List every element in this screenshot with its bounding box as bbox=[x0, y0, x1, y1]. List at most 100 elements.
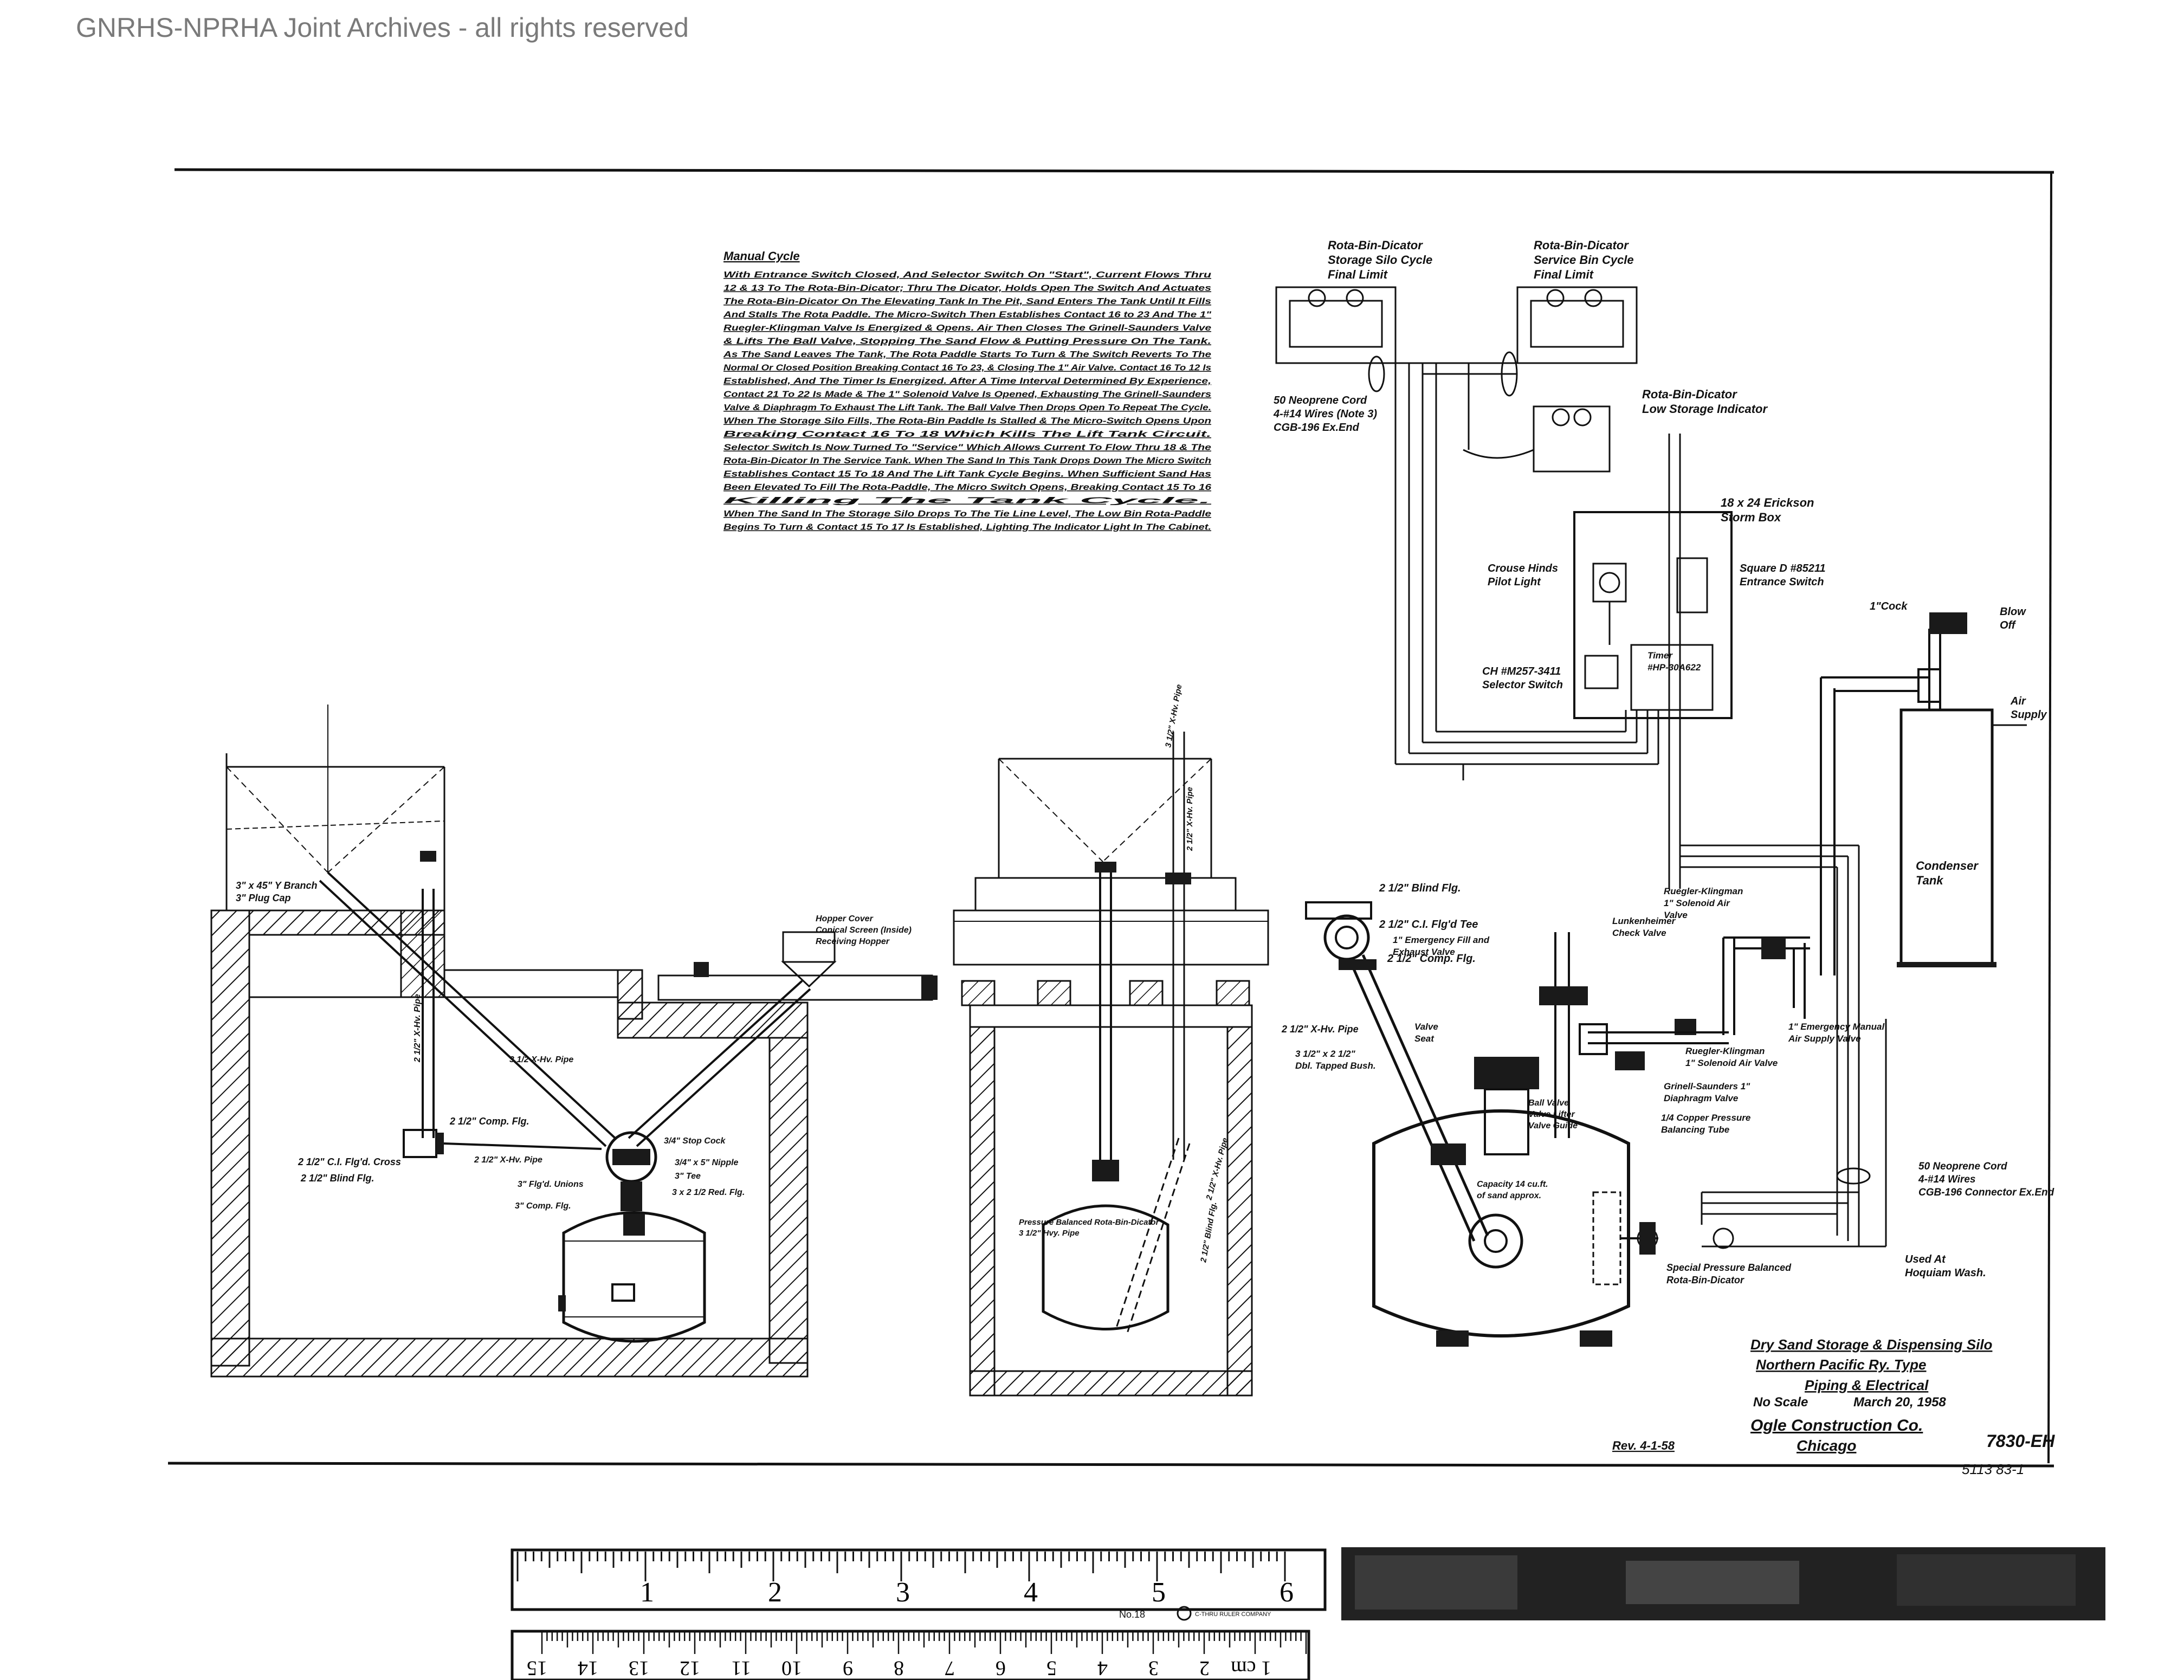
ball-valve-label: Valve Lifter bbox=[1528, 1110, 1575, 1119]
air-supply-label: Supply bbox=[2011, 709, 2047, 721]
emergency-fill-label: 1" Emergency Fill and bbox=[1393, 935, 1490, 945]
ruler-maker-text: C-THRU RULER COMPANY bbox=[1195, 1611, 1271, 1618]
title-scale: No Scale bbox=[1753, 1395, 1808, 1410]
notes-line: Selector Switch Is Now Turned To "Servic… bbox=[723, 443, 1211, 453]
comp-flange-left-label: 2 1/2" Comp. Flg. bbox=[449, 1116, 529, 1127]
condenser-label: Condenser bbox=[1916, 859, 1979, 873]
notes-line: Rota-Bin-Dicator In The Service Tank. Wh… bbox=[723, 456, 1211, 466]
reducer-flange-label: 3 x 2 1/2 Red. Flg. bbox=[672, 1188, 745, 1197]
notes-line: Breaking Contact 16 To 18 Which Kills Th… bbox=[723, 430, 1211, 439]
wye-branch-label: 3" x 45" Y Branch bbox=[236, 880, 318, 891]
notes-line: Begins To Turn & Contact 15 To 17 Is Est… bbox=[723, 523, 1211, 532]
nipple-label: 3/4" x 5" Nipple bbox=[675, 1158, 739, 1167]
neoprene-cord-top-label: CGB-196 Ex.End bbox=[1274, 422, 1360, 434]
notes-line: When The Sand In The Storage Silo Drops … bbox=[723, 509, 1212, 519]
pipe-vertical-top-label: 3 1/2" X-Hv. Pipe bbox=[1164, 684, 1184, 748]
notes-line: Establishes Contact 15 To 18 And The Lif… bbox=[723, 470, 1212, 479]
ruegler-1in-label: 1" Solenoid Air Valve bbox=[1685, 1058, 1778, 1068]
rota-service-label: Service Bin Cycle bbox=[1534, 253, 1634, 267]
neoprene-cord-bottom-label: CGB-196 Connector Ex.End bbox=[1918, 1187, 2054, 1198]
hopper-cover-label: Conical Screen (Inside) bbox=[816, 926, 912, 935]
notes-line: With Entrance Switch Closed, And Selecto… bbox=[723, 270, 1212, 280]
ruler-inch-label: 2 bbox=[768, 1577, 782, 1608]
pipe-right-label: 2 1/2" X-Hv. Pipe bbox=[1281, 1024, 1359, 1035]
crouse-hinds-label: Pilot Light bbox=[1488, 576, 1541, 588]
notes-line: As The Sand Leaves The Tank, The Rota Pa… bbox=[723, 350, 1212, 359]
notes-line: & Lifts The Ball Valve, Stopping The San… bbox=[723, 337, 1211, 346]
manual-cycle-notes: Manual Cycle With Entrance Switch Closed… bbox=[723, 249, 1212, 532]
tee-label: 3" Tee bbox=[675, 1172, 701, 1181]
balanced-rota-label: Pressure Balanced Rota-Bin-Dicator bbox=[1019, 1218, 1160, 1227]
revision: Rev. 4-1-58 bbox=[1612, 1439, 1675, 1452]
rota-low-label: Rota-Bin-Dicator bbox=[1642, 387, 1737, 401]
ruegler-1in-label: Ruegler-Klingman bbox=[1685, 1046, 1765, 1056]
special-pressure-label: Rota-Bin-Dicator bbox=[1666, 1275, 1744, 1285]
erickson-box-label: 18 x 24 Erickson bbox=[1721, 496, 1814, 509]
valve-seat-label: Valve bbox=[1414, 1022, 1438, 1032]
ruler-cm-label: 5 bbox=[1046, 1657, 1057, 1679]
rota-storage-label: Final Limit bbox=[1328, 268, 1388, 281]
ruegler-solenoid-label: Valve bbox=[1664, 910, 1688, 920]
electrical-schematic bbox=[1275, 286, 1733, 835]
wye-branch-label: 3" Plug Cap bbox=[236, 893, 291, 903]
title-block: Dry Sand Storage & Dispensing Silo North… bbox=[1612, 1336, 2055, 1477]
copper-tube-label: 1/4 Copper Pressure bbox=[1661, 1113, 1750, 1123]
ruler-cm-label: 14 bbox=[578, 1657, 598, 1679]
rota-storage-label: Rota-Bin-Dicator bbox=[1328, 238, 1423, 252]
rota-service-label: Rota-Bin-Dicator bbox=[1534, 238, 1629, 252]
emergency-air-label: Air Supply Valve bbox=[1788, 1033, 1861, 1044]
blind-flange-mid-label: 2 1/2" Blind Flg. bbox=[1199, 1201, 1219, 1263]
drawing-border bbox=[167, 168, 2054, 1468]
notes-line: The Rota-Bin-Dicator On The Elevating Ta… bbox=[723, 297, 1212, 306]
rota-service-label: Final Limit bbox=[1534, 268, 1594, 281]
condenser-label: Tank bbox=[1916, 874, 1944, 887]
emergency-air-label: 1" Emergency Manual bbox=[1788, 1022, 1885, 1032]
balanced-rota-label: 3 1/2" Hvy. Pipe bbox=[1019, 1229, 1080, 1238]
notes-line: Ruegler-Klingman Valve Is Energized & Op… bbox=[723, 324, 1211, 333]
archive-notice: GNRHS-NPRHA Joint Archives - all rights … bbox=[76, 12, 689, 43]
pipe-diagonal-label: 3 1/2 X-Hv. Pipe bbox=[509, 1055, 573, 1064]
used-at-label: Used At bbox=[1905, 1253, 1946, 1265]
lunkenheimer-label: Check Valve bbox=[1612, 928, 1666, 938]
selector-switch-label: Selector Switch bbox=[1482, 679, 1563, 691]
ruler-cm-label: 12 bbox=[680, 1657, 700, 1679]
notes-line: Contact 21 To 22 Is Made & The 1" Soleno… bbox=[723, 390, 1211, 399]
blow-off-label: Off bbox=[2000, 619, 2017, 631]
notes-line: 12 & 13 To The Rota-Bin-Dicator; Thru Th… bbox=[723, 284, 1212, 293]
capacity-label: of sand approx. bbox=[1477, 1191, 1541, 1200]
pipe-mid-label: 2 1/2" X-Hv. Pipe bbox=[1185, 787, 1194, 851]
ruler-cm-label: 13 bbox=[629, 1657, 649, 1679]
ruler-cm-label: 3 bbox=[1148, 1657, 1159, 1679]
title-line-2: Northern Pacific Ry. Type bbox=[1756, 1356, 1927, 1373]
comp-flange-small-label: 3" Comp. Flg. bbox=[515, 1201, 571, 1211]
ruegler-solenoid-label: Ruegler-Klingman bbox=[1664, 886, 1743, 896]
square-d-label: Entrance Switch bbox=[1740, 576, 1824, 588]
ruler-logo-icon bbox=[1177, 1606, 1192, 1621]
unions-label: 3" Flg'd. Unions bbox=[518, 1180, 584, 1189]
blind-flange-right-label: 2 1/2" Blind Flg. bbox=[1379, 882, 1461, 894]
stop-cock-label: 3/4" Stop Cock bbox=[664, 1136, 726, 1146]
capacity-label: Capacity 14 cu.ft. bbox=[1477, 1180, 1548, 1189]
title-date: March 20, 1958 bbox=[1853, 1395, 1946, 1410]
grinell-label: Grinell-Saunders 1" bbox=[1664, 1081, 1750, 1091]
ruler-cm-label: 10 bbox=[781, 1657, 802, 1679]
copper-tube-label: Balancing Tube bbox=[1661, 1125, 1729, 1135]
ruler-cm-label: 2 bbox=[1199, 1657, 1210, 1679]
square-d-label: Square D #85211 bbox=[1740, 563, 1826, 574]
pipe-vertical-left-label: 2 1/2" X-Hv. Pipe bbox=[413, 994, 422, 1063]
title-line-1: Dry Sand Storage & Dispensing Silo bbox=[1750, 1336, 1993, 1353]
middle-silo-section bbox=[953, 732, 1269, 1397]
neoprene-cord-top-label: 4-#14 Wires (Note 3) bbox=[1273, 408, 1377, 420]
hopper-cover-label: Receiving Hopper bbox=[816, 937, 890, 946]
ruler-cm-label: 7 bbox=[945, 1657, 955, 1679]
notes-lines: With Entrance Switch Closed, And Selecto… bbox=[723, 270, 1212, 532]
neoprene-cord-top-label: 50 Neoprene Cord bbox=[1274, 395, 1367, 406]
erickson-box-label: Storm Box bbox=[1721, 511, 1781, 524]
neoprene-cord-bottom-label: 4-#14 Wires bbox=[1918, 1174, 1975, 1185]
blow-off-label: Blow bbox=[2000, 606, 2026, 618]
ruler-cm-label: 11 bbox=[731, 1657, 751, 1679]
special-pressure-label: Special Pressure Balanced bbox=[1666, 1262, 1792, 1273]
comp-flange-right-label: 2 1/2" Comp. Flg. bbox=[1387, 953, 1476, 965]
